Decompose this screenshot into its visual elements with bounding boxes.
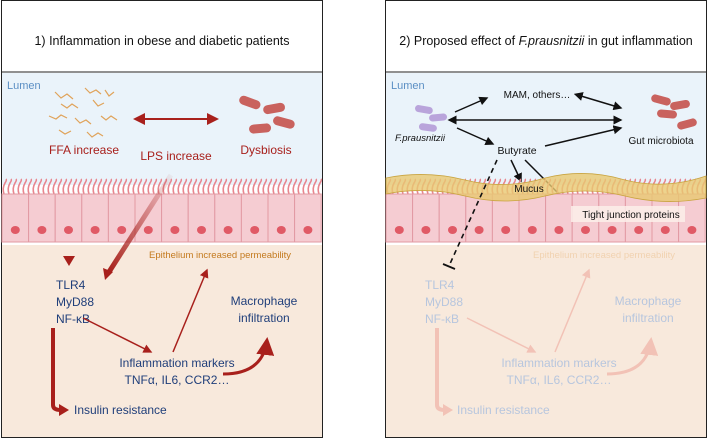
insulin-resistance-label: Insulin resistance [457, 403, 550, 417]
lumen-label: Lumen [7, 80, 41, 92]
mucus-layer [385, 173, 707, 202]
insulin-resistance-label: Insulin resistance [74, 403, 167, 417]
fprausnitzii-bacteria-icon [414, 105, 448, 132]
panel2-diagram: 2) Proposed effect of F.prausnitzii in g… [385, 0, 707, 438]
panel-obese-diabetic: 1) Inflammation in obese and diabetic pa… [1, 0, 323, 438]
lumen-label: Lumen [391, 80, 425, 92]
tlr4-label: TLR4 [56, 278, 86, 292]
tight-junction-bg [571, 206, 685, 222]
nfkb-label: NF-κB [425, 312, 459, 326]
butyrate-inhibition-line [448, 159, 498, 267]
panel1-diagram: 1) Inflammation in obese and diabetic pa… [1, 0, 323, 438]
epithelium-permeability-label: Epithelium increased permeability [533, 250, 675, 261]
ffa-increase-label: FFA increase [49, 143, 119, 157]
epithelial-cells [1, 193, 322, 243]
mucus-label: Mucus [514, 184, 543, 195]
myd88-label: MyD88 [425, 295, 463, 309]
tight-junction-label: Tight junction proteins [582, 210, 679, 221]
gut-microbiota-label: Gut microbiota [628, 136, 693, 147]
macrophage-label-2: infiltration [238, 311, 289, 325]
epithelium-permeability-label: Epithelium increased permeability [149, 250, 291, 261]
nfkb-label: NF-κB [56, 312, 90, 326]
lps-to-tlr4-arrow [106, 173, 174, 274]
tlr4-label: TLR4 [425, 278, 455, 292]
macrophage-label-1: Macrophage [231, 294, 298, 308]
lumen-region [386, 73, 706, 185]
panel-fprausnitzii-effect: 2) Proposed effect of F.prausnitzii in g… [385, 0, 707, 438]
dysbiosis-bacteria-icon [239, 95, 295, 134]
panel2-title: 2) Proposed effect of F.prausnitzii in g… [399, 34, 693, 48]
insulin-arrowhead [59, 404, 69, 416]
inflammation-markers-list: TNFα, IL6, CCR2… [125, 373, 230, 387]
inflammation-markers-label: Inflammation markers [119, 356, 234, 370]
insulin-arrowhead [443, 404, 453, 416]
panel1-title: 1) Inflammation in obese and diabetic pa… [34, 34, 289, 48]
ffa-molecules-icon [48, 87, 118, 138]
inflammation-markers-list: TNFα, IL6, CCR2… [507, 373, 612, 387]
macrophage-label-2: infiltration [622, 311, 673, 325]
inflammation-markers-label: Inflammation markers [501, 356, 616, 370]
fprausnitzii-label: F.prausnitzii [395, 133, 446, 144]
mam-label: MAM, others… [504, 90, 571, 101]
lumen-region [2, 73, 322, 185]
dysbiosis-label: Dysbiosis [240, 143, 291, 157]
macrophage-label-1: Macrophage [615, 294, 682, 308]
butyrate-label: Butyrate [497, 145, 536, 157]
myd88-label: MyD88 [56, 295, 94, 309]
lps-increase-label: LPS increase [140, 149, 212, 163]
gut-microbiota-bacteria-icon [651, 94, 697, 130]
